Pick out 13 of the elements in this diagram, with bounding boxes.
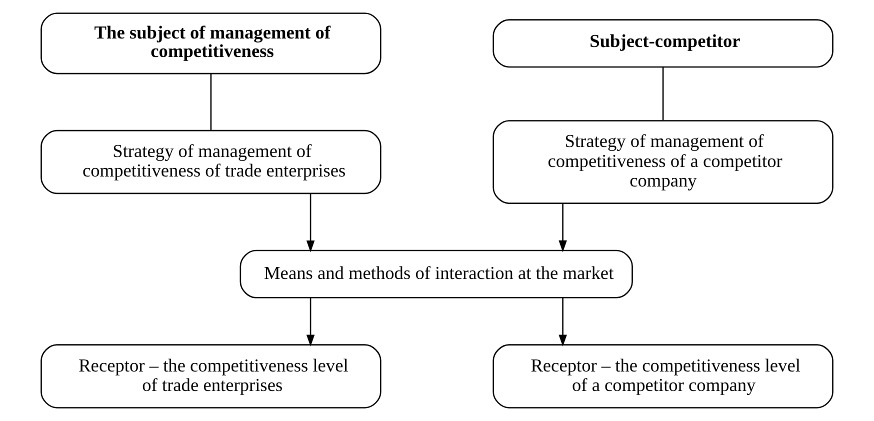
arrow bbox=[558, 298, 567, 347]
node-box: Subject-competitor bbox=[492, 19, 834, 68]
node-box: Receptor – the competitiveness level of a competitor company bbox=[492, 344, 834, 408]
connector bbox=[662, 67, 664, 120]
arrow bbox=[558, 204, 567, 252]
node-box: Strategy of management of competitiveness of a competitor company bbox=[492, 120, 834, 204]
arrow bbox=[306, 194, 315, 252]
node-box: Means and methods of interaction at the market bbox=[240, 250, 633, 298]
node-box: The subject of management of competitiveness bbox=[40, 12, 382, 74]
node-box: Receptor – the competitiveness level of trade enterprises bbox=[40, 344, 382, 408]
connector bbox=[210, 74, 212, 130]
arrow bbox=[306, 298, 315, 347]
node-box: Strategy of management of competitiveness of trade enterprises bbox=[40, 130, 382, 194]
